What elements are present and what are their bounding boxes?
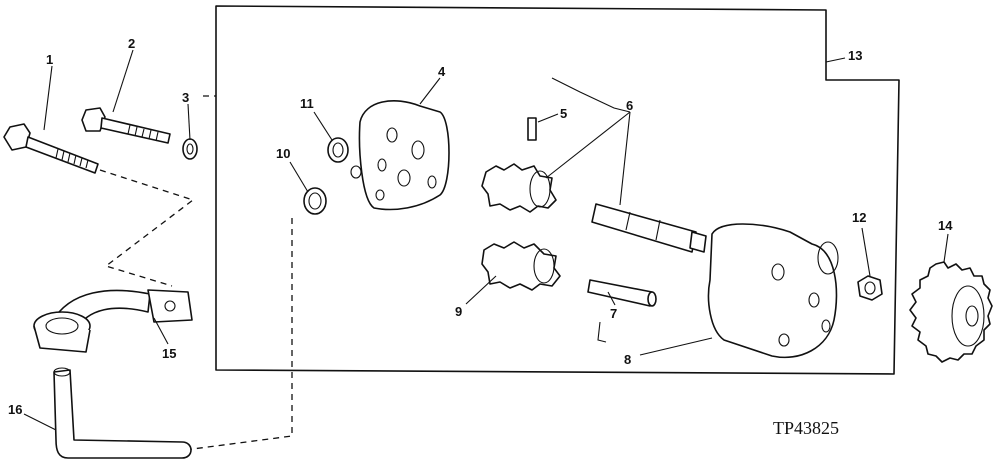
callout-3: 3 — [182, 90, 189, 105]
pump-assembly-outline — [215, 5, 900, 375]
pump-housing — [707, 223, 839, 359]
dowel-pin — [527, 117, 537, 141]
callout-10: 10 — [276, 146, 290, 161]
drive-gear — [481, 163, 557, 213]
suction-pipe — [33, 289, 193, 353]
callout-8: 8 — [624, 352, 631, 367]
figure-id: TP43825 — [773, 418, 839, 438]
cap-screw-short — [81, 107, 171, 144]
callout-12: 12 — [852, 210, 866, 225]
washer — [182, 138, 198, 160]
pump-drive-gear — [909, 261, 993, 363]
callout-14: 14 — [938, 218, 953, 233]
callout-labels: 1 2 3 4 5 6 7 8 9 10 11 12 13 14 15 16 — [8, 36, 953, 417]
callout-5: 5 — [560, 106, 567, 121]
callout-4: 4 — [438, 64, 446, 79]
hex-nut — [857, 275, 883, 301]
oil-tube — [53, 369, 192, 459]
idler-shaft — [587, 279, 657, 307]
callout-9: 9 — [455, 304, 462, 319]
drive-shaft — [591, 203, 707, 253]
callout-15: 15 — [162, 346, 176, 361]
callout-11: 11 — [300, 96, 314, 111]
callout-7: 7 — [610, 306, 617, 321]
callout-13: 13 — [848, 48, 862, 63]
pump-cover — [350, 100, 450, 211]
callout-1: 1 — [46, 52, 53, 67]
driven-gear — [481, 241, 561, 291]
o-ring-10 — [303, 187, 327, 215]
leader-lines — [23, 49, 949, 431]
callout-16: 16 — [8, 402, 22, 417]
o-ring-11 — [327, 137, 349, 163]
cap-screw-long — [3, 123, 99, 174]
callout-6: 6 — [626, 98, 633, 113]
callout-2: 2 — [128, 36, 135, 51]
